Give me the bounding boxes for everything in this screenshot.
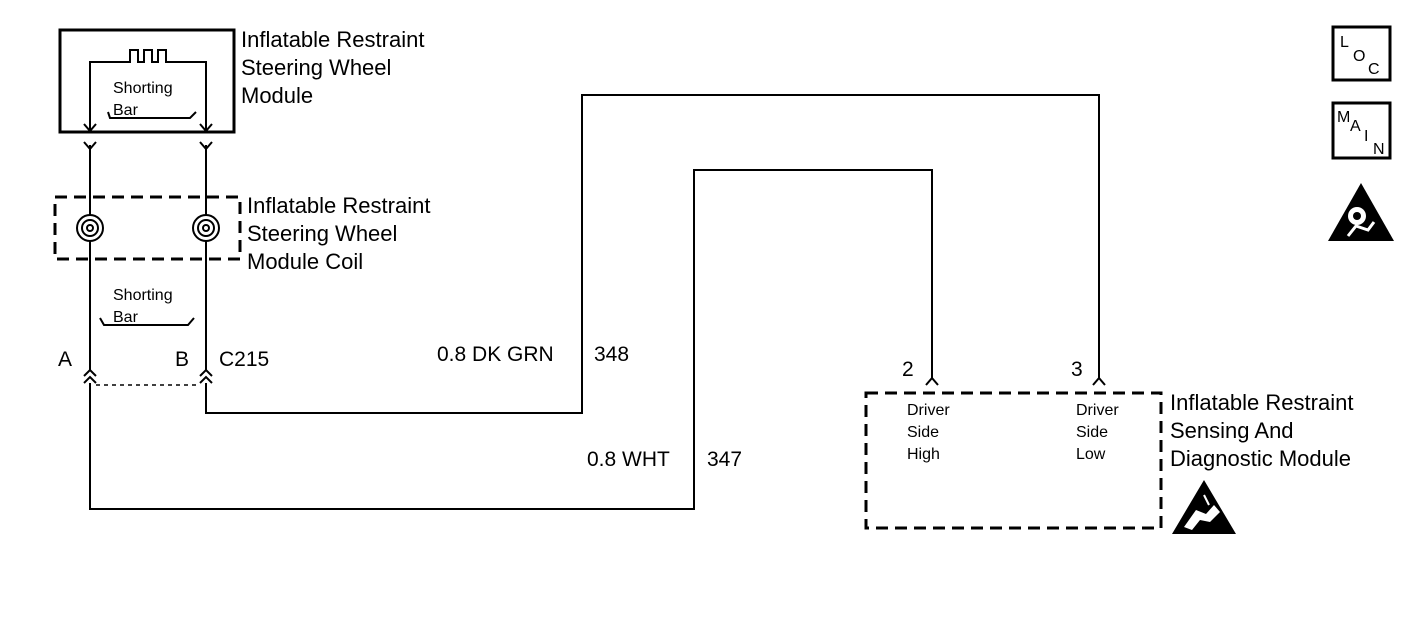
module-pin-arrow-left [83,123,97,133]
connector-c215: A B C215 [58,348,269,386]
sdm-label-3: Diagnostic Module [1170,446,1351,471]
coil-shorting-bar-label-2: Bar [113,309,139,326]
wire-347-end-arrow [925,376,939,386]
loc-box [1331,25,1392,82]
module-shorting-bar-label-1: Shorting [113,80,173,97]
connector-a-chevron-1 [83,368,97,377]
steering-wheel-module: Shorting Bar Inflatable Restraint Steeri… [58,27,424,134]
main-letter-m: M [1337,109,1350,126]
steering-wheel-module-label-3: Module [241,83,313,108]
sdm-pin-3-label-2: Side [1076,424,1108,441]
sdm-pin-2-label-3: High [907,446,940,463]
module-coil-label-2: Steering Wheel [247,221,397,246]
wire-348-path [205,94,1100,414]
steering-wheel-module-box [58,28,236,134]
sdm-pin-2-label-1: Driver [907,402,950,419]
wire-347-path [89,169,933,510]
sdm-pin-3-number: 3 [1071,358,1083,381]
sdm-label-1: Inflatable Restraint [1170,390,1353,415]
loc-letter-o: O [1353,48,1365,65]
coil-shorting-bar-label-1: Shorting [113,287,173,304]
spiral-icon-left [76,214,104,242]
module-coil: Inflatable Restraint Steering Wheel Modu… [53,193,430,274]
module-shorting-bar-label-2: Bar [113,102,139,119]
connector-top-left [83,141,97,151]
esd-warning-icon [1172,480,1236,534]
sdm-module: 2 3 Driver Side High Driver Side Low Inf… [864,358,1353,530]
wire-347-circuit: 347 [707,448,742,471]
coil-shorting-bar: Shorting Bar [99,287,195,326]
sdm-box [864,391,1163,530]
airbag-warning-icon [1328,183,1394,241]
steering-wheel-module-label-2: Steering Wheel [241,55,391,80]
main-letter-n: N [1373,141,1385,158]
sdm-label-2: Sensing And [1170,418,1294,443]
connector-pin-b: B [175,348,189,371]
main-letter-i: I [1364,128,1368,145]
spiral-icon-right [192,214,220,242]
module-internal-contacts [89,49,207,130]
loc-letter-l: L [1340,34,1349,51]
main-legend: M A I N [1331,101,1392,160]
connector-b-chevron-1 [199,368,213,377]
module-coil-label-1: Inflatable Restraint [247,193,430,218]
module-pin-arrow-right [199,123,213,133]
loc-legend: L O C [1331,25,1392,82]
connector-a-chevron-2 [83,375,97,384]
wire-348-color: 0.8 DK GRN [437,343,554,366]
sdm-pin-2-label-2: Side [907,424,939,441]
wire-348: 0.8 DK GRN 348 [205,94,1106,414]
main-letter-a: A [1350,118,1361,135]
connector-pin-a: A [58,348,72,371]
steering-wheel-module-label-1: Inflatable Restraint [241,27,424,52]
wire-348-circuit: 348 [594,343,629,366]
main-box [1331,101,1392,160]
connector-name: C215 [219,348,269,371]
sdm-pin-3-label-3: Low [1076,446,1106,463]
connector-b-chevron-2 [199,375,213,384]
loc-letter-c: C [1368,61,1380,78]
module-coil-box [53,195,242,261]
wire-347: 0.8 WHT 347 [89,169,939,510]
wire-348-end-arrow [1092,376,1106,386]
coil-wires [83,141,213,370]
sdm-pin-3-label-1: Driver [1076,402,1119,419]
sdm-pin-2-number: 2 [902,358,914,381]
connector-top-right [199,141,213,151]
coil-shorting-bar-line [99,317,195,326]
module-shorting-bar [107,111,197,119]
module-coil-label-3: Module Coil [247,249,363,274]
wire-347-color: 0.8 WHT [587,448,670,471]
